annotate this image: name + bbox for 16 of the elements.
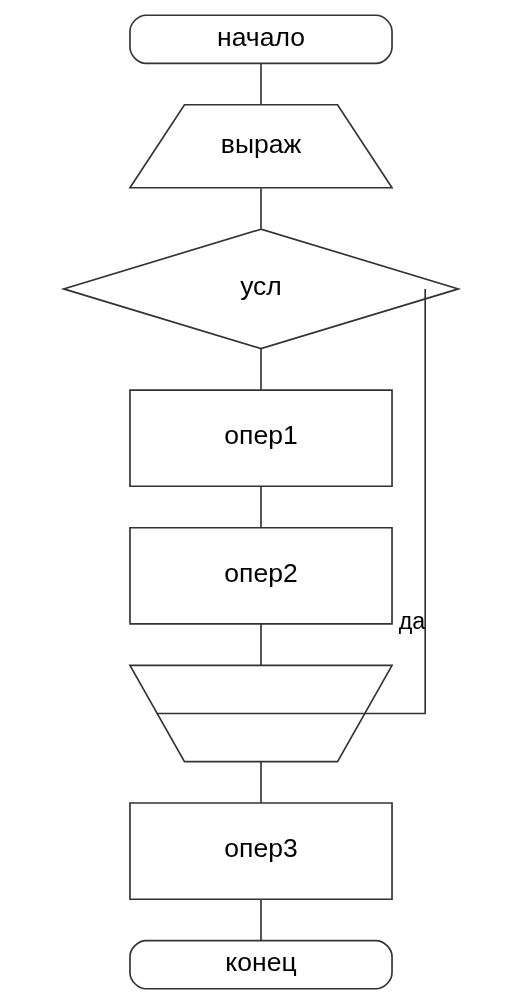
connector [259,485,262,529]
node-box: опер1 [128,389,393,488]
connector [259,62,262,106]
node-box [128,664,393,763]
connector [259,760,262,804]
node-box: опер3 [128,802,393,901]
edge-label: да [398,608,425,635]
connector [259,187,262,230]
node-box: опер2 [128,526,393,625]
connector [259,623,262,666]
node-diamond: усл [60,228,461,350]
node-box: конец [128,939,393,990]
connector [259,898,262,942]
node-box: начало [128,14,393,65]
connector [155,288,426,715]
connector [259,347,262,391]
